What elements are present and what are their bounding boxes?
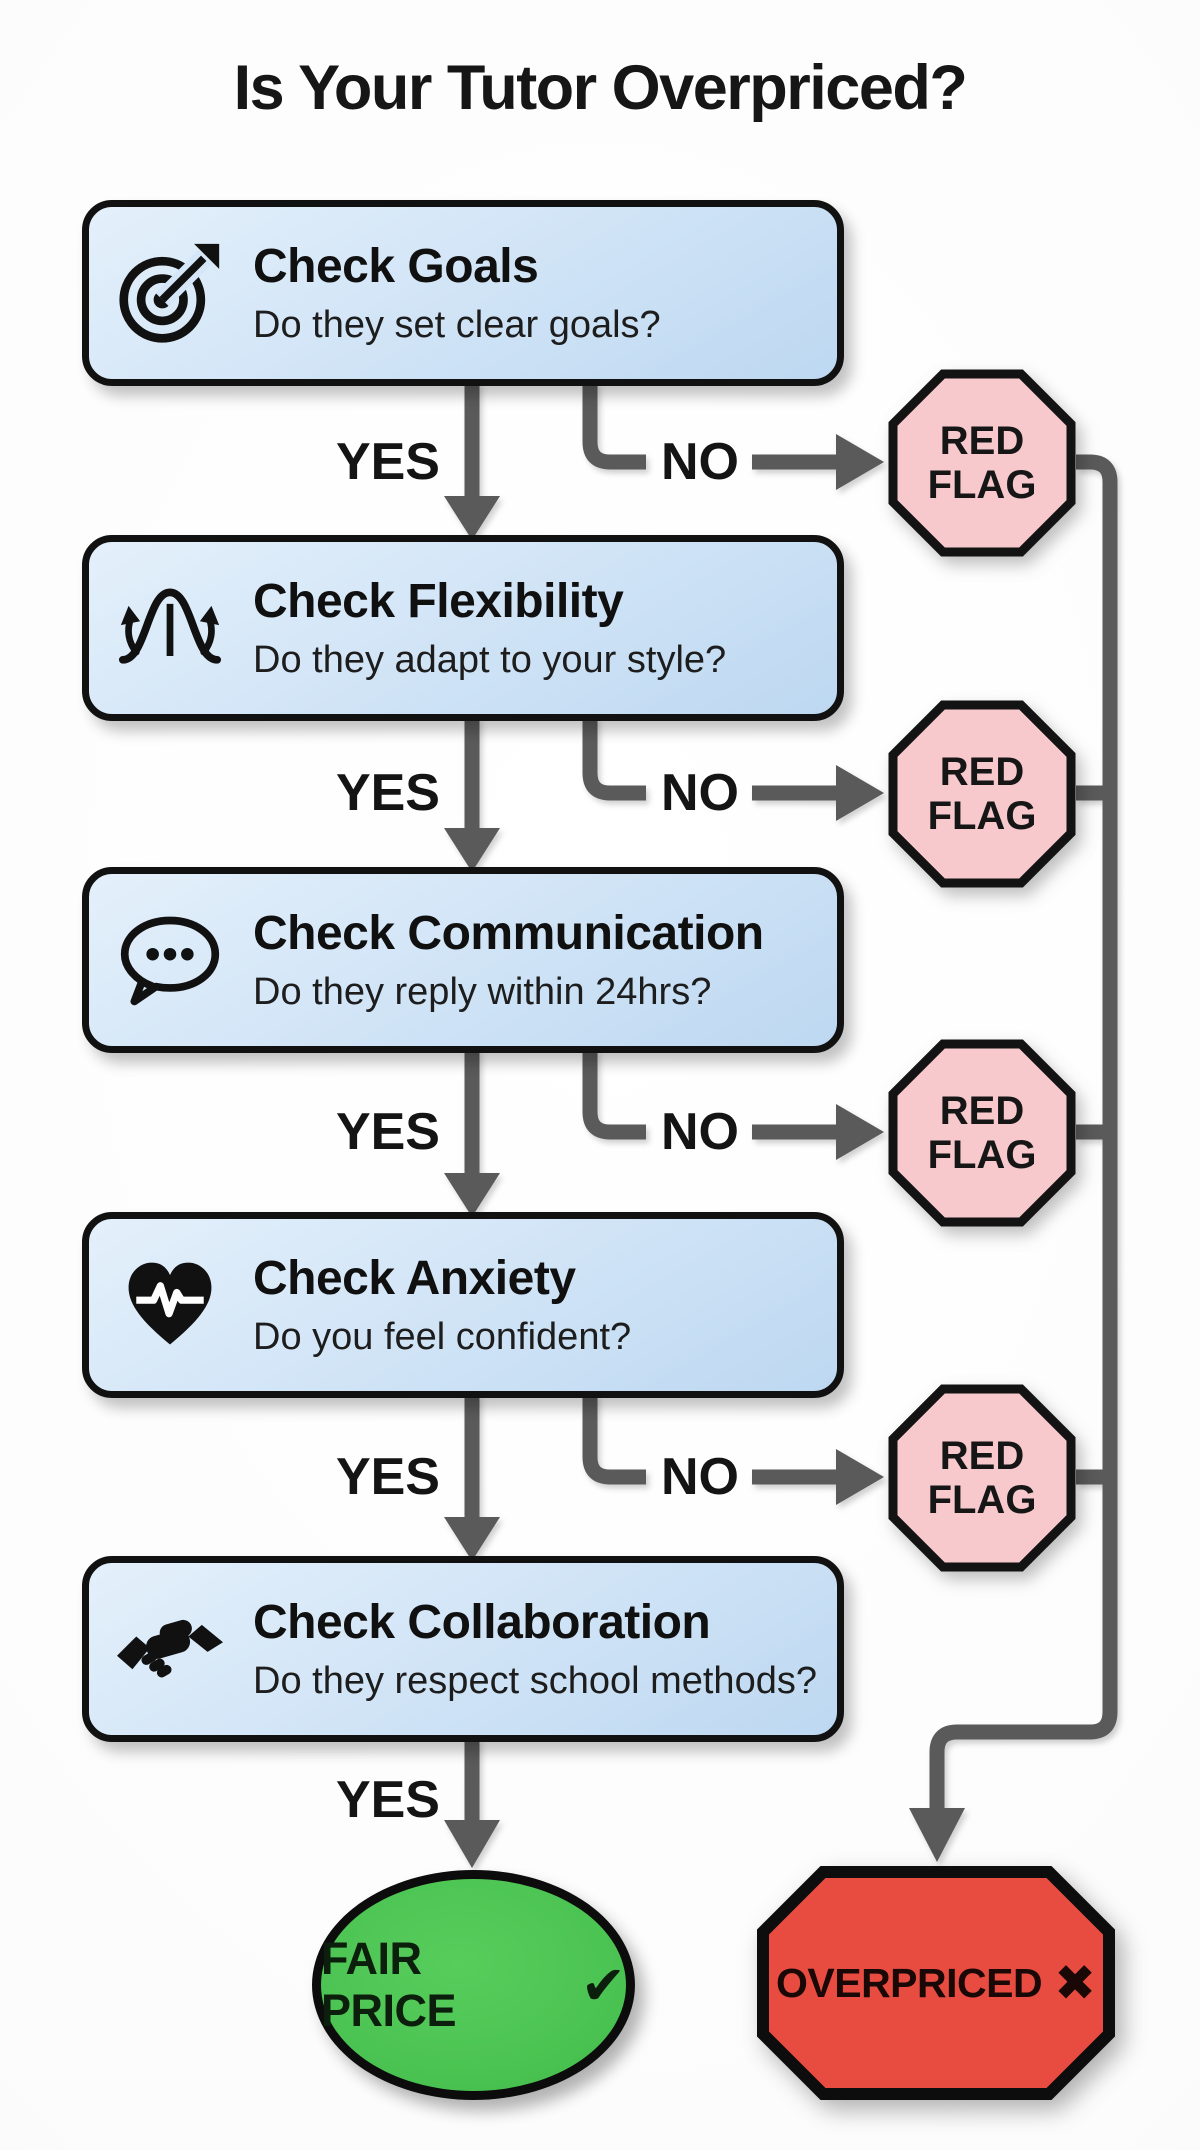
no-label: NO [661,764,739,822]
yes-arrowhead-2 [444,828,500,872]
no-elbow-3 [582,1049,646,1140]
fair-price-label: FAIR PRICE [321,1933,457,2036]
red-flag-rail [929,454,1118,1812]
step-question: Do you feel confident? [253,1316,632,1358]
no-arrowhead-1 [836,434,884,490]
no-arrowhead-4 [836,1449,884,1505]
step-title: Check Collaboration [253,1596,711,1649]
x-mark-icon: ✖ [1054,1955,1096,2011]
no-arrowhead-3 [836,1104,884,1160]
yes-label: YES [335,764,440,822]
no-label: NO [661,1448,739,1506]
step-check-communication: Check Communication Do they reply within… [82,867,844,1053]
step-question: Do they set clear goals? [253,304,661,346]
step-check-flexibility: Check Flexibility Do they adapt to your … [82,535,844,721]
red-flag-sign: RED FLAG [888,369,1076,557]
no-arrowhead-2 [836,765,884,821]
step-check-goals: Check Goals Do they set clear goals? [82,200,844,386]
red-flag-sign: RED FLAG [888,700,1076,888]
speech-bubble-icon [117,907,223,1013]
red-flag-label: RED FLAG [927,1089,1037,1177]
no-label: NO [661,1103,739,1161]
red-flag-label: RED FLAG [927,750,1037,838]
no-elbow-2 [582,717,646,801]
target-icon [117,240,223,346]
step-title: Check Goals [253,240,539,293]
no-elbow-4 [582,1394,646,1485]
yes-arrowhead-1 [444,496,500,540]
step-title: Check Communication [253,907,764,960]
yes-arrowhead-5 [444,1820,500,1868]
handshake-icon [117,1596,223,1702]
yes-arrowhead-3 [444,1173,500,1217]
step-title: Check Anxiety [253,1252,576,1305]
heart-pulse-icon [117,1252,223,1358]
yes-label: YES [335,433,440,491]
overpriced-label: OVERPRICED [775,1959,1043,2006]
yes-arrowhead-4 [444,1517,500,1561]
step-question: Do they reply within 24hrs? [253,971,712,1013]
fair-price-outcome: FAIR PRICE ✔ [312,1870,635,2100]
step-question: Do they respect school methods? [253,1660,817,1702]
no-elbow-1 [582,382,646,470]
red-flag-sign: RED FLAG [888,1039,1076,1227]
red-flag-sign: RED FLAG [888,1384,1076,1572]
overpriced-outcome: OVERPRICED ✖ [757,1866,1115,2100]
no-label: NO [661,433,739,491]
yes-label: YES [335,1103,440,1161]
yes-label: YES [335,1771,440,1829]
step-question: Do they adapt to your style? [253,639,727,681]
overpriced-arrowhead [909,1808,965,1862]
step-title: Check Flexibility [253,575,624,628]
page-title: Is Your Tutor Overpriced? [233,53,968,123]
red-flag-label: RED FLAG [927,419,1037,507]
flexibility-curve-icon [117,575,223,681]
checkmark-icon: ✔ [580,1955,626,2016]
step-check-anxiety: Check Anxiety Do you feel confident? [82,1212,844,1398]
red-flag-label: RED FLAG [927,1434,1037,1522]
yes-label: YES [335,1448,440,1506]
step-check-collaboration: Check Collaboration Do they respect scho… [82,1556,844,1742]
